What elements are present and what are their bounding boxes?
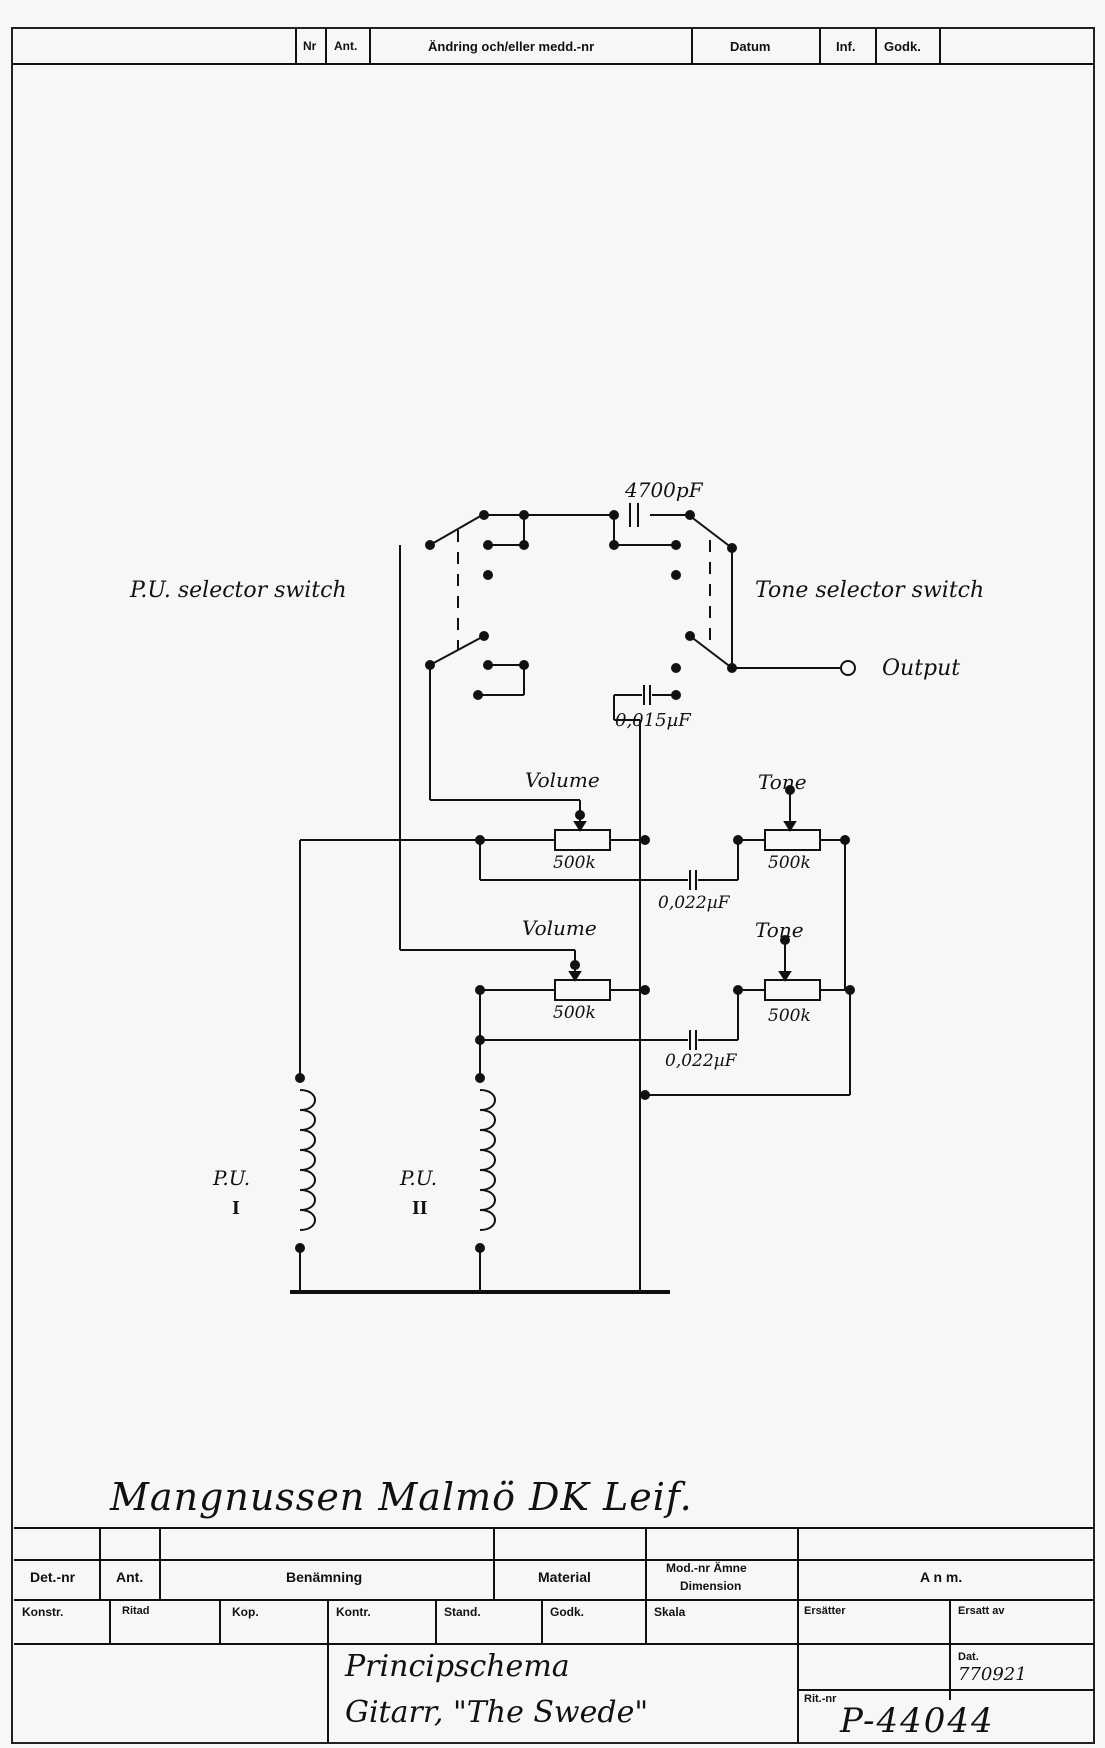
revision-header-lines — [12, 28, 1094, 65]
pickup-coil-2 — [479, 1089, 496, 1231]
tb-konstr: Konstr. — [22, 1605, 64, 1619]
tone-2-label: Tone — [755, 918, 804, 942]
tb-kop: Kop. — [232, 1605, 259, 1619]
tb-ersatt-av: Ersatt av — [958, 1605, 1005, 1617]
tb-material: Material — [538, 1569, 591, 1585]
tb-title-line2: Gitarr, "The Swede" — [345, 1695, 649, 1730]
capacitor-4700pf — [629, 503, 639, 527]
pickup-2-number: II — [412, 1197, 428, 1219]
junction-dots — [295, 510, 855, 1253]
volume-1-label: Volume — [525, 768, 600, 792]
rev-header-nr: Nr — [303, 39, 317, 53]
rev-header-ant: Ant. — [334, 39, 358, 53]
potentiometer-tone-2 — [764, 965, 821, 1001]
tb-mod-nr-line1: Mod.-nr Ämne — [666, 1561, 747, 1575]
pickup-2-label: P.U. — [400, 1166, 438, 1190]
tone-selector-switch-label: Tone selector switch — [755, 578, 985, 603]
tb-stand: Stand. — [444, 1605, 481, 1619]
tb-det-nr: Det.-nr — [30, 1569, 76, 1585]
pu-selector-switch-label: P.U. selector switch — [130, 578, 347, 603]
tb-anm: A n m. — [920, 1569, 963, 1585]
signature-line: Mangnussen Malmö DK Leif. — [110, 1475, 693, 1519]
cap-0022uf-1-label: 0,022µF — [658, 893, 730, 913]
tb-ant: Ant. — [116, 1569, 144, 1585]
tb-ritn-nr-value: P-44044 — [840, 1701, 995, 1741]
tb-ersatter: Ersätter — [804, 1605, 846, 1617]
rev-header-datum: Datum — [730, 39, 771, 54]
tb-skala: Skala — [654, 1605, 686, 1619]
output-jack-terminal — [840, 660, 856, 676]
tone-1-value: 500k — [768, 853, 811, 873]
volume-2-label: Volume — [522, 916, 597, 940]
tone-1-label: Tone — [758, 770, 807, 794]
pickup-1-label: P.U. — [213, 1166, 251, 1190]
tb-godk: Godk. — [550, 1605, 585, 1619]
cap-4700pf-label: 4700pF — [625, 478, 703, 502]
cap-0015uf-label: 0,015µF — [615, 710, 691, 731]
rev-header-andring: Ändring och/eller medd.-nr — [428, 39, 595, 54]
schematic-wiring — [290, 513, 851, 1294]
volume-2-value: 500k — [553, 1003, 596, 1023]
tb-dat-label: Dat. — [958, 1651, 979, 1663]
tb-title-line1: Principschema — [345, 1649, 570, 1684]
tb-mod-nr-line2: Dimension — [680, 1579, 742, 1593]
tone-2-value: 500k — [768, 1006, 811, 1026]
tb-benamning: Benämning — [286, 1569, 363, 1585]
potentiometer-volume-1 — [554, 815, 611, 851]
potentiometer-volume-2 — [554, 965, 611, 1001]
tb-ritad: Ritad — [122, 1605, 150, 1617]
potentiometer-tone-1 — [764, 815, 821, 851]
rev-header-inf: Inf. — [836, 39, 856, 54]
volume-1-value: 500k — [553, 853, 596, 873]
title-block-lines — [14, 1527, 1094, 1743]
sheet-border — [11, 27, 1095, 1744]
tb-dat-value: 770921 — [958, 1664, 1027, 1685]
tb-ritn-nr-label: Rit.-nr — [804, 1693, 837, 1705]
pickup-coil-1 — [299, 1089, 316, 1231]
output-label: Output — [882, 656, 961, 681]
cap-0022uf-2-label: 0,022µF — [665, 1051, 737, 1071]
rev-header-godk: Godk. — [884, 39, 921, 54]
pickup-1-number: I — [232, 1197, 240, 1219]
tb-kontr: Kontr. — [336, 1605, 371, 1619]
